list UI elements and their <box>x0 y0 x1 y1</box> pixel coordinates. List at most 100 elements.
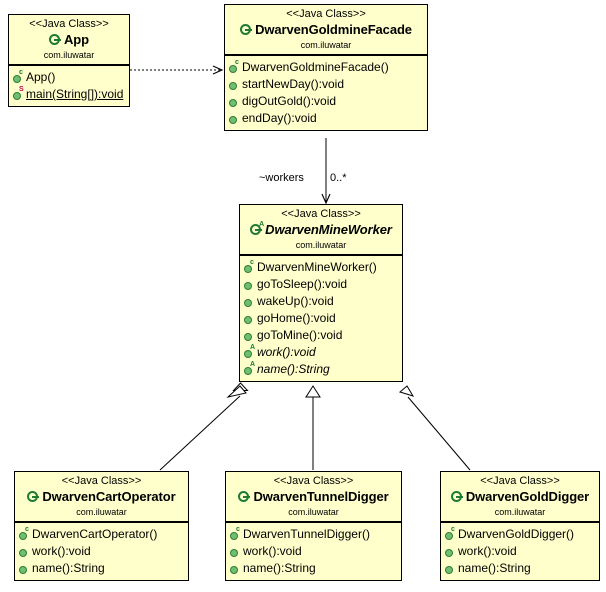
member-row[interactable]: c DwarvenGoldmineFacade() <box>228 59 425 76</box>
class-box-dwarven-gold-digger[interactable]: <<Java Class>> DwarvenGoldDigger com.ilu… <box>440 471 600 581</box>
class-members-facade: c DwarvenGoldmineFacade() startNewDay():… <box>225 55 427 130</box>
method-icon <box>229 562 241 575</box>
member-label: work():void <box>458 544 517 558</box>
method-icon <box>243 312 255 325</box>
method-icon <box>228 78 240 91</box>
member-row[interactable]: A name():String <box>243 361 400 378</box>
member-label: name():String <box>32 561 105 575</box>
class-header-facade: <<Java Class>> DwarvenGoldmineFacade com… <box>225 5 427 55</box>
member-row[interactable]: goToMine():void <box>243 327 400 344</box>
class-name-row: DwarvenGoldDigger <box>445 489 595 505</box>
class-box-dwarven-cart-operator[interactable]: <<Java Class>> DwarvenCartOperator com.i… <box>14 471 189 581</box>
member-row[interactable]: goHome():void <box>243 310 400 327</box>
class-stereotype: <<Java Class>> <box>273 475 354 487</box>
method-icon <box>243 278 255 291</box>
class-package: com.iluwatar <box>300 40 352 50</box>
member-row[interactable]: digOutGold():void <box>228 93 425 110</box>
member-label: DwarvenMineWorker() <box>257 260 377 274</box>
class-name: App <box>64 32 89 47</box>
member-label: goToMine():void <box>257 328 343 342</box>
class-name-row: DwarvenTunnelDigger <box>230 489 397 505</box>
class-name-row: DwarvenGoldmineFacade <box>229 22 423 38</box>
member-row[interactable]: name():String <box>18 560 186 577</box>
method-icon <box>18 562 30 575</box>
class-header-tunnel: <<Java Class>> DwarvenTunnelDigger com.i… <box>226 472 401 522</box>
class-package: com.iluwatar <box>295 240 347 250</box>
abstract-method-icon: A <box>243 361 255 376</box>
member-row[interactable]: work():void <box>18 543 186 560</box>
member-row[interactable]: wakeUp():void <box>243 293 400 310</box>
constructor-icon: c <box>243 259 255 274</box>
class-box-dwarven-goldmine-facade[interactable]: <<Java Class>> DwarvenGoldmineFacade com… <box>224 4 428 131</box>
class-header-worker: <<Java Class>> A DwarvenMineWorker com.i… <box>240 205 402 255</box>
member-row[interactable]: c App() <box>12 69 127 86</box>
class-stereotype: <<Java Class>> <box>281 208 361 220</box>
abstract-method-icon: A <box>243 344 255 359</box>
method-icon <box>243 295 255 308</box>
member-label: App() <box>26 70 56 84</box>
class-name: DwarvenGoldDigger <box>465 489 590 504</box>
member-row[interactable]: name():String <box>444 560 597 577</box>
member-label: name():String <box>257 362 330 376</box>
constructor-icon: c <box>229 526 241 541</box>
member-label: DwarvenGoldmineFacade() <box>242 60 389 74</box>
java-class-icon <box>240 23 253 37</box>
class-stereotype: <<Java Class>> <box>61 475 142 487</box>
member-row[interactable]: work():void <box>444 543 597 560</box>
member-label: startNewDay():void <box>242 77 345 91</box>
member-row[interactable]: c DwarvenMineWorker() <box>243 259 400 276</box>
member-label: work():void <box>243 544 302 558</box>
class-header-gold: <<Java Class>> DwarvenGoldDigger com.ilu… <box>441 472 599 522</box>
member-label: name():String <box>458 561 531 575</box>
class-members-tunnel: c DwarvenTunnelDigger() work():void name… <box>226 522 401 580</box>
member-row[interactable]: work():void <box>229 543 399 560</box>
class-package: com.iluwatar <box>43 50 95 60</box>
member-row[interactable]: startNewDay():void <box>228 76 425 93</box>
constructor-icon: c <box>12 69 24 84</box>
member-row[interactable]: c DwarvenCartOperator() <box>18 526 186 543</box>
constructor-icon: c <box>444 526 456 541</box>
method-icon <box>228 112 240 125</box>
java-class-icon <box>238 490 251 504</box>
class-name-row: A DwarvenMineWorker <box>244 221 398 238</box>
member-label: endDay():void <box>242 111 317 125</box>
class-box-dwarven-mine-worker[interactable]: <<Java Class>> A DwarvenMineWorker com.i… <box>239 204 403 382</box>
class-package: com.iluwatar <box>288 507 339 517</box>
association-multiplicity-label: 0..* <box>330 172 347 184</box>
member-row[interactable]: goToSleep():void <box>243 276 400 293</box>
member-row[interactable]: A work():void <box>243 344 400 361</box>
java-class-icon <box>450 490 464 504</box>
class-stereotype: <<Java Class>> <box>286 8 366 20</box>
member-row[interactable]: S main(String[]):void <box>12 86 127 103</box>
association-role-label: ~workers <box>259 172 304 184</box>
constructor-icon: c <box>18 526 30 541</box>
class-box-app[interactable]: <<Java Class>> App com.iluwatar c App() … <box>8 14 130 107</box>
constructor-icon: c <box>228 59 240 74</box>
class-members-cart: c DwarvenCartOperator() work():void name… <box>15 522 188 580</box>
edge-gold-to-worker <box>398 385 471 471</box>
member-row[interactable]: endDay():void <box>228 110 425 127</box>
class-name: DwarvenGoldmineFacade <box>255 22 412 37</box>
class-members-worker: c DwarvenMineWorker() goToSleep():void w… <box>240 255 402 381</box>
class-members-app: c App() S main(String[]):void <box>9 65 129 106</box>
member-row[interactable]: c DwarvenTunnelDigger() <box>229 526 399 543</box>
member-label: digOutGold():void <box>242 94 337 108</box>
edge-tunnel-to-worker <box>305 385 321 470</box>
class-package: com.iluwatar <box>494 507 546 517</box>
member-row[interactable]: name():String <box>229 560 399 577</box>
method-icon <box>444 562 456 575</box>
java-abstract-class-icon: A <box>250 221 264 237</box>
method-icon <box>228 95 240 108</box>
member-label: goToSleep():void <box>257 277 348 291</box>
method-icon <box>243 329 255 342</box>
class-box-dwarven-tunnel-digger[interactable]: <<Java Class>> DwarvenTunnelDigger com.i… <box>225 471 402 581</box>
class-header-app: <<Java Class>> App com.iluwatar <box>9 15 129 65</box>
method-icon <box>444 545 456 558</box>
class-package: com.iluwatar <box>76 507 127 517</box>
member-label: DwarvenGoldDigger() <box>458 527 575 541</box>
class-name-row: DwarvenCartOperator <box>19 489 184 505</box>
java-class-icon <box>49 33 62 47</box>
member-row[interactable]: c DwarvenGoldDigger() <box>444 526 597 543</box>
method-icon <box>18 545 30 558</box>
member-label: goHome():void <box>257 311 336 325</box>
